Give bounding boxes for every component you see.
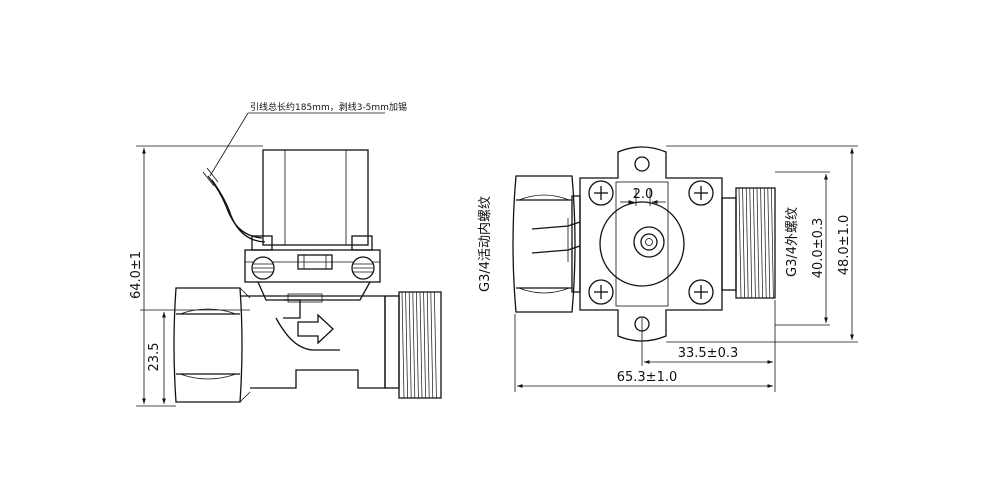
outlet-male-thread bbox=[384, 291, 442, 399]
thread-hatch bbox=[416, 291, 419, 399]
wire-note: 引线总长约185mm，剥线3-5mm加锡 bbox=[250, 101, 407, 113]
thread-hatch bbox=[742, 187, 745, 299]
screw-head-icon bbox=[688, 279, 714, 305]
thread-hatch bbox=[745, 187, 749, 299]
dim-inner-height-label: 40.0±0.3 bbox=[811, 218, 826, 279]
dim-offset: 33.5±0.3 bbox=[641, 300, 776, 366]
dim-pin-gap: 2.0 bbox=[620, 187, 666, 204]
dim-inner-height: 40.0±0.3 bbox=[811, 174, 828, 323]
thread-hatch bbox=[749, 187, 753, 299]
lead-wires bbox=[202, 112, 385, 243]
thread-hatch bbox=[767, 187, 771, 299]
thread-hatch bbox=[423, 291, 426, 399]
side-view: 64.0±1 23.5 引线总长约185mm，剥线3-5mm加锡 bbox=[129, 101, 442, 407]
dim-center-label: 23.5 bbox=[147, 343, 162, 372]
thread-hatch bbox=[771, 187, 774, 299]
end-hex-nut bbox=[512, 175, 581, 313]
flow-arrow-icon bbox=[297, 313, 334, 345]
dim-outer-height-label: 48.0±1.0 bbox=[837, 215, 852, 276]
thread-lines bbox=[401, 291, 437, 399]
thread-outer-label: G3/4外螺纹 bbox=[785, 207, 800, 277]
thread-hatch bbox=[753, 187, 756, 299]
screw-head-icon bbox=[688, 180, 714, 206]
dim-height: 64.0±1 bbox=[129, 145, 263, 407]
screw-head-icon bbox=[588, 180, 614, 206]
inlet-hex-nut bbox=[173, 287, 251, 403]
thread-hatch bbox=[426, 291, 430, 399]
coil-housing bbox=[251, 149, 373, 251]
valve-body bbox=[240, 293, 386, 389]
thread-hatch bbox=[738, 187, 742, 299]
thread-hatch bbox=[760, 187, 763, 299]
thread-hatch bbox=[405, 291, 408, 399]
dim-offset-label: 33.5±0.3 bbox=[678, 346, 739, 361]
thread-hatch bbox=[408, 291, 412, 399]
screw-head-icon bbox=[588, 279, 614, 305]
end-male-thread bbox=[721, 187, 776, 299]
end-view: 2.0 G3/4活动内螺纹 G3/4外螺纹 48.0±1.0 40.0±0.3 … bbox=[477, 145, 858, 392]
dim-length-label: 65.3±1.0 bbox=[617, 370, 678, 385]
dim-pin-gap-label: 2.0 bbox=[633, 187, 654, 202]
end-screws bbox=[588, 180, 714, 305]
screw-head-icon bbox=[251, 256, 375, 280]
thread-lines bbox=[738, 187, 774, 299]
thread-hatch bbox=[419, 291, 423, 399]
dim-center: 23.5 bbox=[147, 312, 166, 404]
dim-outer-height: 48.0±1.0 bbox=[837, 148, 854, 340]
end-wires bbox=[531, 218, 581, 262]
thread-hatch bbox=[763, 187, 767, 299]
dim-height-label: 64.0±1 bbox=[129, 251, 144, 299]
thread-hatch bbox=[430, 291, 434, 399]
thread-hatch bbox=[756, 187, 760, 299]
end-body bbox=[579, 146, 723, 342]
thread-inner-label: G3/4活动内螺纹 bbox=[477, 196, 493, 292]
thread-hatch bbox=[412, 291, 416, 399]
thread-hatch bbox=[434, 291, 437, 399]
dim-length: 65.3±1.0 bbox=[514, 314, 776, 392]
thread-hatch bbox=[401, 291, 405, 399]
